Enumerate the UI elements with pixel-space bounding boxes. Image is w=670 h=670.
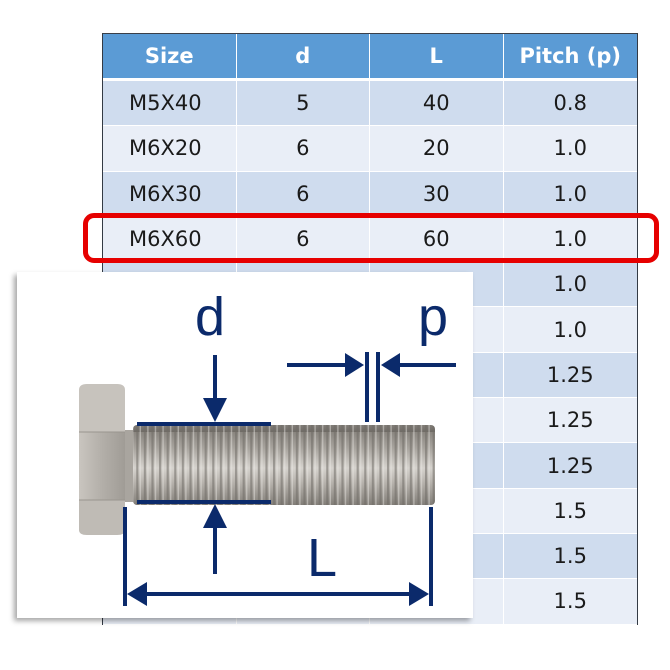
cell-pitch: 1.5: [553, 498, 587, 523]
cell-pitch: 1.25: [546, 453, 594, 478]
cell-length: 20: [370, 126, 504, 171]
cell-length: 30: [370, 171, 504, 216]
bolt-dimension-diagram: d p L: [17, 272, 473, 618]
diameter-label: d: [195, 287, 226, 347]
cell-length: [370, 533, 504, 579]
cell-diameter: 5: [237, 81, 371, 126]
cell-pitch: 1.0: [553, 136, 587, 161]
dimension-lines: [123, 352, 456, 606]
cell-length: [370, 262, 504, 307]
cell-pitch: 1.0: [553, 181, 587, 206]
cell-size: M6X30: [103, 171, 237, 216]
cell-length: [370, 579, 504, 624]
header-diameter: d: [237, 34, 370, 78]
bolt-drawing: [79, 352, 456, 606]
header-length: L: [370, 34, 504, 78]
cell-diameter: 6: [237, 171, 371, 216]
cell-length: [370, 443, 504, 488]
cell-pitch: 1.0: [553, 317, 587, 342]
cell-pitch: 1.5: [553, 544, 587, 569]
bolt-shank: [133, 425, 435, 505]
table-row: M6X20 6 20 1.0: [103, 126, 637, 172]
cell-length: [370, 307, 504, 352]
header-pitch: Pitch (p): [519, 44, 622, 68]
header-size: Size: [103, 34, 237, 78]
table-row: M6X30 6 30 1.0: [103, 171, 637, 217]
table-row: M5X40 5 40 0.8: [103, 81, 637, 127]
cell-pitch: 1.25: [546, 362, 594, 387]
length-label: L: [307, 528, 338, 588]
cell-pitch: 1.25: [546, 408, 594, 433]
cell-diameter: 6: [237, 216, 371, 262]
cell-length: 40: [370, 81, 504, 126]
cell-length: [370, 352, 504, 398]
cell-pitch: 1.5: [553, 589, 587, 614]
cell-length: [370, 488, 504, 533]
table-header: Size d L Pitch (p): [103, 34, 637, 81]
table-row-highlighted: M6X60 6 60 1.0: [103, 216, 637, 263]
pitch-label: p: [418, 287, 449, 347]
cell-length: [370, 398, 504, 443]
cell-pitch: 1.0: [553, 227, 587, 252]
cell-diameter: 6: [237, 126, 371, 171]
cell-pitch: 1.0: [553, 272, 587, 297]
cell-size: M6X60: [103, 216, 237, 262]
bolt-head: [79, 384, 135, 535]
cell-size: M5X40: [103, 81, 237, 126]
cell-pitch: 0.8: [553, 91, 587, 116]
cell-length: 60: [370, 216, 504, 262]
cell-size: M6X20: [103, 126, 237, 171]
